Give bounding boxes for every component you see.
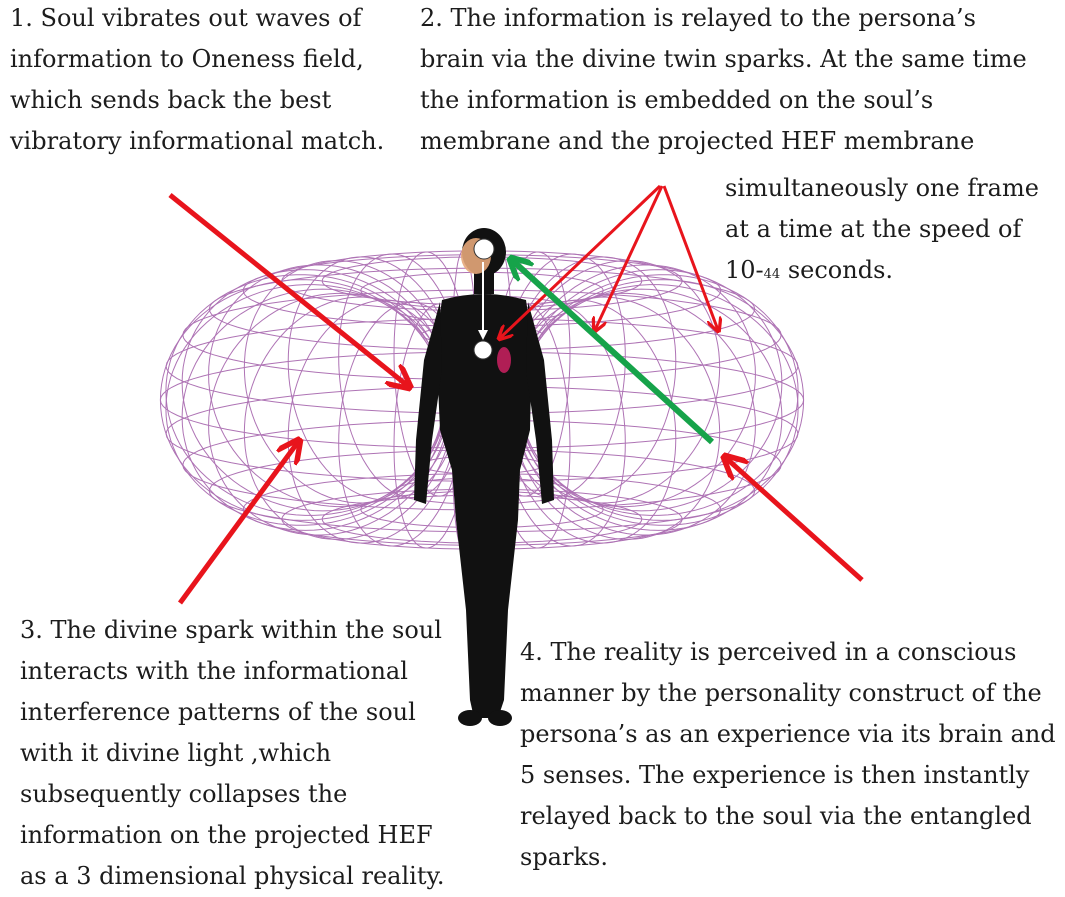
step3-line: subsequently collapses the [20, 774, 444, 815]
step3-text: 3. The divine spark within the soul inte… [20, 610, 444, 897]
step3-line: interacts with the informational [20, 651, 444, 692]
step1-line: information to Oneness field, [10, 39, 384, 80]
step4-text: 4. The reality is perceived in a conscio… [520, 632, 1056, 878]
step1-line: vibratory informational match. [10, 121, 384, 162]
arrow-step2-soul [595, 186, 662, 330]
step3-line: 3. The divine spark within the soul [20, 610, 444, 651]
heart-spark [474, 341, 492, 359]
speed-exponent: 44 [764, 267, 781, 282]
step3-line: with it divine light ,which [20, 733, 444, 774]
arrow-step3 [180, 442, 298, 603]
torus-meridian-line [182, 289, 446, 530]
step2-text: 2. The information is relayed to the per… [420, 0, 1027, 162]
step2-line: membrane and the projected HEF membrane [420, 121, 1027, 162]
speed-suffix: seconds. [780, 256, 893, 284]
step2-speed-line: 10-44 seconds. [725, 250, 1039, 295]
step1-text: 1. Soul vibrates out waves of informatio… [10, 0, 384, 162]
step3-line: information on the projected HEF [20, 815, 444, 856]
step4-line: 5 senses. The experience is then instant… [520, 755, 1056, 796]
step2-line: 2. The information is relayed to the per… [420, 0, 1027, 39]
step2-line: the information is embedded on the soul’… [420, 80, 1027, 121]
arrow-step2-hef [664, 186, 718, 330]
step4-line: 4. The reality is perceived in a conscio… [520, 632, 1056, 673]
arrow-step1 [170, 195, 408, 386]
speed-prefix: 10- [725, 256, 764, 284]
step2-continuation: simultaneously one frame at a time at th… [725, 168, 1039, 295]
arrow-step4 [726, 458, 862, 580]
torus-meridian-line [518, 289, 782, 530]
step3-line: as a 3 dimensional physical reality. [20, 856, 444, 897]
torus-meridian-line [182, 270, 446, 511]
brain-spark [474, 239, 494, 259]
step2-line: brain via the divine twin sparks. At the… [420, 39, 1027, 80]
step4-line: relayed back to the soul via the entangl… [520, 796, 1056, 837]
step1-line: 1. Soul vibrates out waves of [10, 0, 384, 39]
step2-cont-line: simultaneously one frame [725, 168, 1039, 209]
step4-line: sparks. [520, 837, 1056, 878]
step1-line: which sends back the best [10, 80, 384, 121]
heart [497, 347, 511, 373]
step2-cont-line: at a time at the speed of [725, 209, 1039, 250]
step3-line: interference patterns of the soul [20, 692, 444, 733]
step4-line: persona’s as an experience via its brain… [520, 714, 1056, 755]
step4-line: manner by the personality construct of t… [520, 673, 1056, 714]
